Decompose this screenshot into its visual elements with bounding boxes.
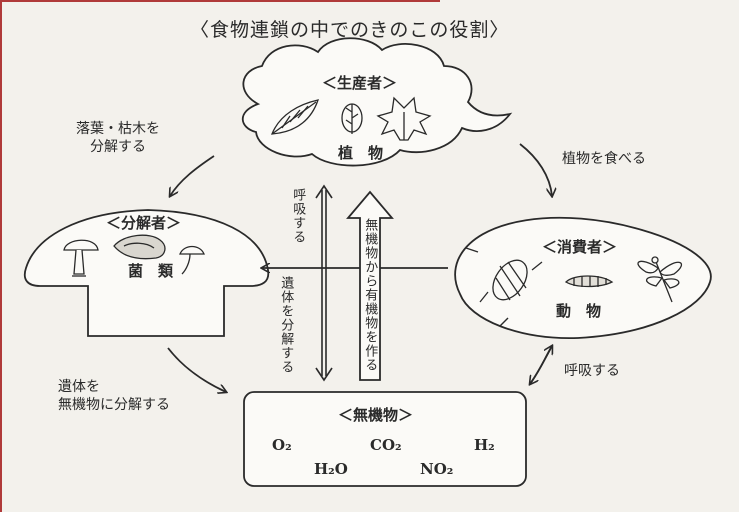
inorganic-header: ＜無機物＞: [338, 406, 414, 424]
consumer-label: 動 物: [556, 302, 602, 320]
formula-no2: NO₂: [420, 460, 454, 478]
arrow-producer-to-decomposer: [170, 155, 215, 196]
formula-o2: O₂: [272, 436, 292, 454]
edge-label-producer-to-consumer: 植物を食べる: [562, 151, 646, 167]
small-mushroom-icon: [179, 245, 205, 275]
oval-leaf-icon: [341, 103, 363, 134]
frame-left-border: [0, 0, 2, 512]
mushroom-icon: [63, 239, 99, 277]
arrow-producer-to-consumer: [519, 143, 552, 196]
producer-label: 植 物: [338, 144, 384, 162]
decomposer-label: 菌 類: [128, 262, 174, 280]
edge-label-producer-to-decomposer: 落葉・枯木を 分解する: [76, 121, 160, 156]
decomposer-header: ＜分解者＞: [106, 214, 182, 232]
bracket-fungus-icon: [113, 234, 166, 260]
maple-leaf-icon: [376, 96, 432, 141]
arrow-respiration-vertical: [315, 184, 333, 382]
frame-top-border: [0, 0, 440, 2]
producer-header: ＜生産者＞: [322, 74, 398, 92]
arrow-decomposer-to-inorganic: [167, 347, 226, 392]
inorganic-box: [243, 391, 527, 487]
producer-cloud: [241, 37, 513, 167]
dragonfly-icon: [637, 256, 682, 303]
edge-label-decomposer-to-inorganic: 遺体を 無機物に分解する: [58, 379, 170, 414]
arrow-inorganic-to-organic: [346, 190, 394, 381]
formula-co2: CO₂: [370, 436, 402, 454]
edge-label-respiration-vertical: 呼吸する: [290, 188, 306, 244]
page-title: 〈食物連鎖の中でのきのこの役割〉: [190, 19, 510, 41]
arrow-consumer-inorganic-bidirectional: [530, 346, 552, 384]
edge-label-consumer-to-inorganic: 呼吸する: [564, 363, 620, 379]
formula-h2o: H₂O: [314, 460, 348, 478]
edge-label-inorganic-to-organic: 無機物から有機物を作る: [362, 218, 378, 372]
caterpillar-icon: [564, 275, 614, 288]
cicada-icon: [479, 259, 543, 303]
formula-h2: H₂: [474, 436, 495, 454]
edge-label-remains-vertical: 遺体を分解する: [278, 276, 294, 374]
consumer-header: ＜消費者＞: [542, 238, 618, 256]
birch-leaf-icon: [271, 99, 319, 135]
